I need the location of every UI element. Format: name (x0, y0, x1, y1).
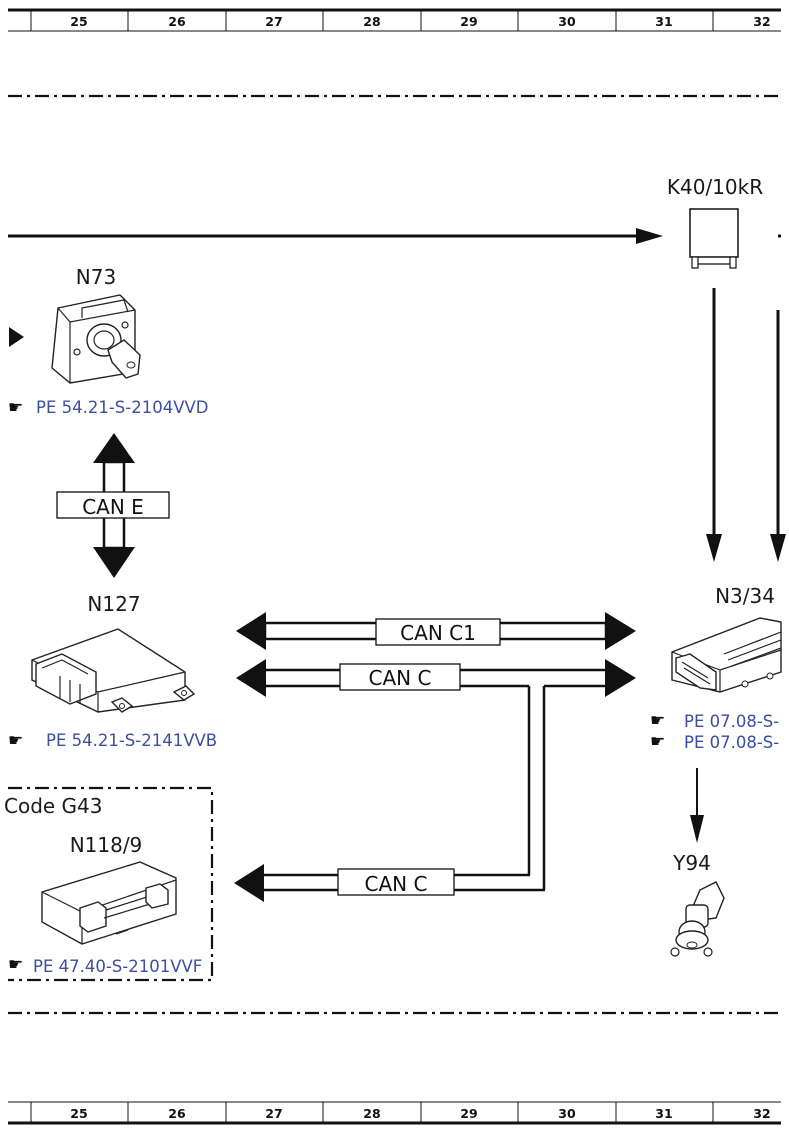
control-module-icon (31, 628, 196, 713)
can-c-branch-label: CAN C (365, 872, 428, 896)
n118-9-reference-link[interactable]: PE 47.40-S-2101VVF (33, 957, 202, 976)
bottom-column-ruler: 25 26 27 28 29 30 31 32 (8, 1101, 781, 1125)
ruler-col-26: 26 (168, 14, 186, 29)
fuel-pump-module-icon (41, 861, 177, 945)
n73-reference-link[interactable]: PE 54.21-S-2104VVD (36, 398, 209, 417)
ruler-col-32: 32 (753, 1106, 770, 1121)
ecu-to-y94-line (690, 768, 704, 843)
ruler-col-25: 25 (70, 1106, 87, 1121)
relay-to-ecu-lines (706, 288, 786, 562)
engine-control-unit-icon (671, 617, 782, 693)
valve-y94: Y94 (670, 851, 725, 957)
n127-label: N127 (87, 592, 140, 616)
n3-34-reference-link-1[interactable]: PE 07.08-S- (684, 712, 779, 731)
top-column-ruler: 25 26 27 28 29 30 31 32 (8, 8, 781, 32)
can-c1-label: CAN C1 (400, 621, 476, 645)
n127-reference-link[interactable]: PE 54.21-S-2141VVB (46, 731, 217, 750)
ruler-col-31: 31 (655, 14, 672, 29)
pointing-hand-icon: ☛ (8, 731, 23, 751)
ruler-col-32: 32 (753, 14, 770, 29)
relay-feed-line (8, 228, 781, 244)
ruler-col-30: 30 (558, 14, 576, 29)
ruler-col-30: 30 (558, 1106, 576, 1121)
code-g43-group: Code G43 N118/9 ☛ PE 47.40-S-2101VVF (4, 786, 214, 982)
ruler-col-27: 27 (265, 1106, 282, 1121)
ruler-col-27: 27 (265, 14, 282, 29)
ruler-col-29: 29 (460, 1106, 477, 1121)
ruler-col-28: 28 (363, 14, 380, 29)
quantity-control-valve-icon (670, 881, 725, 957)
ruler-col-31: 31 (655, 1106, 672, 1121)
y94-label: Y94 (672, 851, 711, 875)
can-e-bus: CAN E (56, 433, 170, 578)
n118-9-label: N118/9 (70, 833, 143, 857)
relay-label: K40/10kR (667, 175, 763, 199)
can-c1-bus: CAN C1 (236, 612, 636, 650)
relay-k40: K40/10kR (667, 175, 763, 269)
ruler-col-28: 28 (363, 1106, 380, 1121)
n3-34-label: N3/34 (715, 584, 775, 608)
can-c-branch: CAN C (234, 864, 545, 902)
ruler-col-25: 25 (70, 14, 87, 29)
pointing-hand-icon: ☛ (8, 398, 23, 418)
can-c-bus: CAN C (236, 659, 636, 890)
n3-34-reference-link-2[interactable]: PE 07.08-S- (684, 733, 779, 752)
can-e-label: CAN E (82, 495, 144, 519)
ignition-switch-icon (51, 294, 141, 384)
can-c-label: CAN C (369, 666, 432, 690)
engine-ecu-n3-34: N3/34 ☛ PE 07.08-S- ☛ PE 07.08-S- (650, 584, 782, 752)
ignition-switch-n73: N73 ☛ PE 54.21-S-2104VVD (8, 265, 209, 418)
ruler-col-26: 26 (168, 1106, 186, 1121)
pointing-hand-icon: ☛ (650, 711, 665, 731)
ruler-col-29: 29 (460, 14, 477, 29)
pointing-hand-icon: ☛ (650, 732, 665, 752)
code-g43-title: Code G43 (4, 794, 103, 818)
n73-input-arrow (9, 327, 24, 347)
module-n127: N127 ☛ PE 54.21-S-2141VVB (8, 592, 217, 751)
n73-label: N73 (76, 265, 116, 289)
pointing-hand-icon: ☛ (8, 955, 23, 975)
